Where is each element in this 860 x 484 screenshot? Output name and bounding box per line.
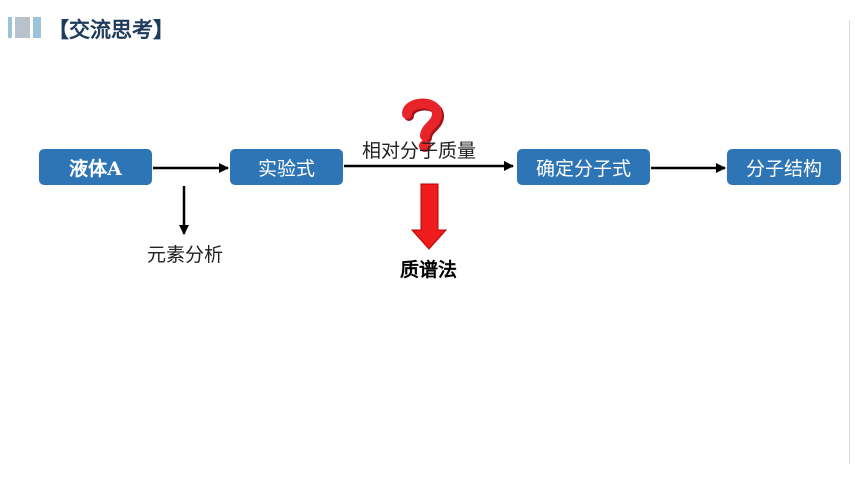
question-mark-icon: [402, 98, 445, 152]
header-accent-bar-2: [15, 17, 30, 38]
mass-spectrometry-label: 质谱法: [400, 259, 458, 281]
relative-molecular-mass-label: 相对分子质量: [362, 140, 477, 162]
page-title: 【交流思考】: [48, 18, 174, 42]
header-accent-bar-3: [33, 17, 41, 38]
right-border-line: [849, 20, 850, 464]
node-molecular-structure: 分子结构: [727, 149, 841, 185]
node-liquid-a: 液体A: [39, 149, 152, 185]
node-empirical-formula: 实验式: [230, 149, 343, 185]
node-molecular-formula: 确定分子式: [517, 149, 650, 185]
red-down-arrow-icon: [410, 183, 448, 250]
header-accent-bar-1: [8, 17, 12, 38]
element-analysis-label: 元素分析: [147, 244, 224, 266]
